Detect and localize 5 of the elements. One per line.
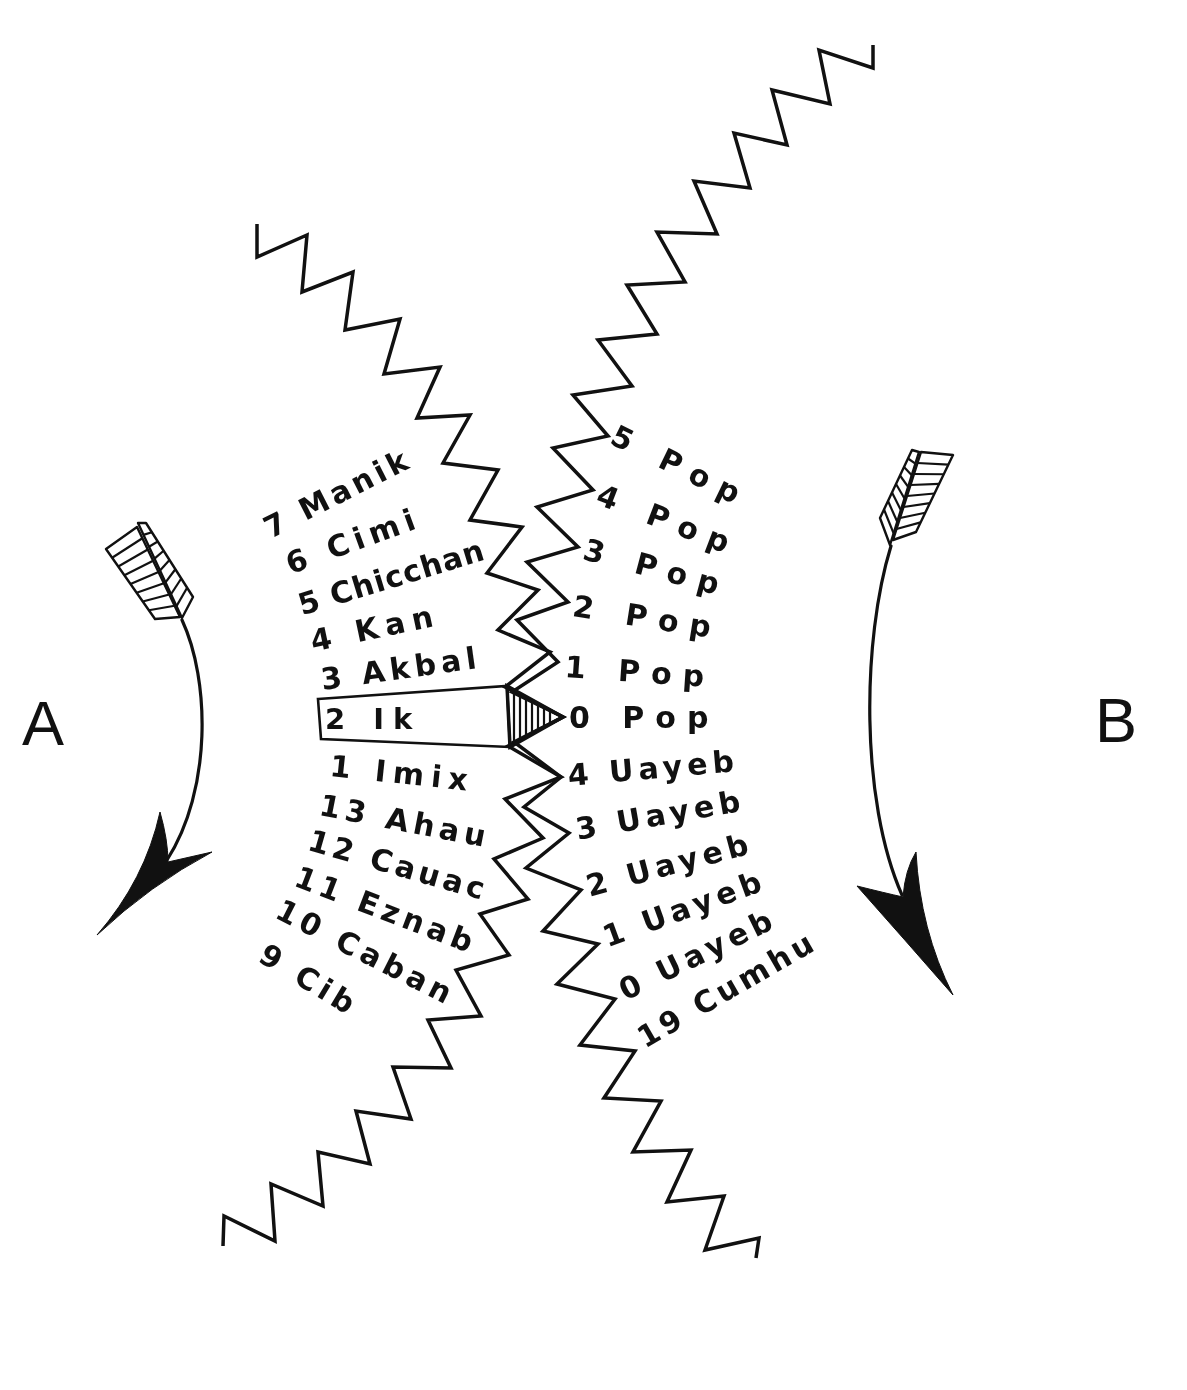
tooth-label: 0 Pop (569, 701, 720, 735)
tooth-label: 1 Pop (563, 650, 717, 695)
gear-letter: B (1095, 689, 1138, 752)
tooth-label: 2 Ik (325, 704, 422, 734)
gear-letter: A (22, 692, 65, 755)
